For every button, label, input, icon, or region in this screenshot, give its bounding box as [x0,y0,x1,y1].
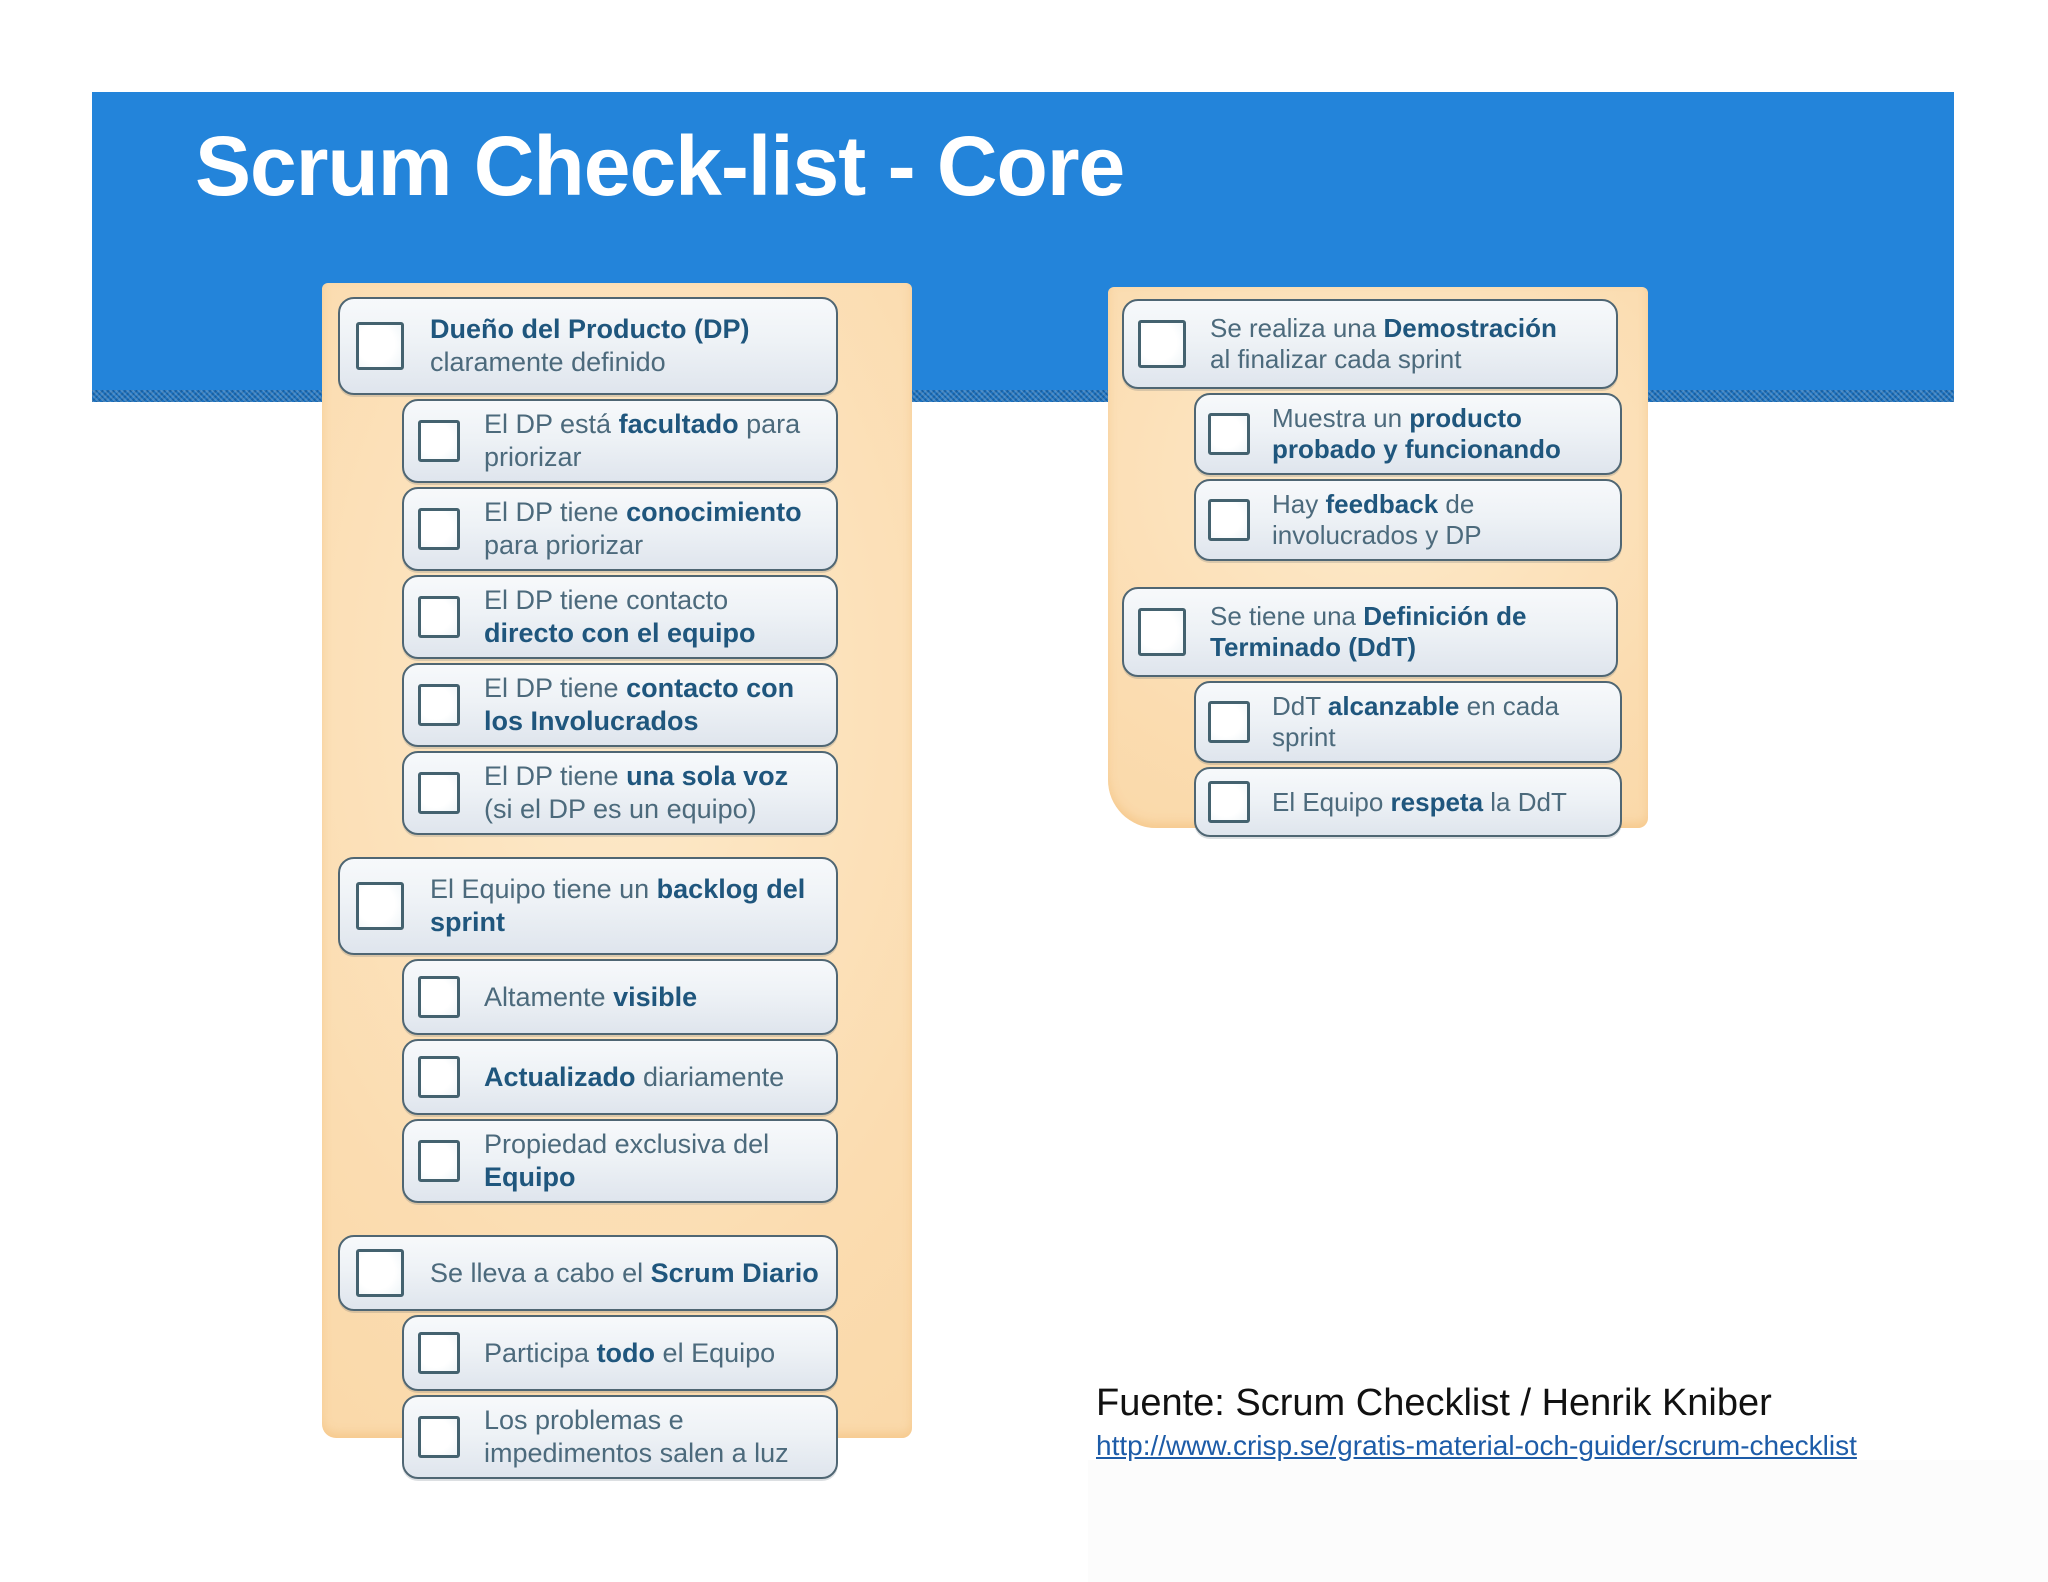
checkbox-icon[interactable] [1208,701,1250,743]
checklist-item-label: Dueño del Producto (DP)claramente defini… [430,314,750,377]
checkbox-icon[interactable] [418,772,460,814]
checklist-group: Dueño del Producto (DP)claramente defini… [322,297,912,835]
checkbox-icon[interactable] [418,1056,460,1098]
checklist-item-label: Participa todo el Equipo [484,1337,776,1368]
checklist-item: Se lleva a cabo el Scrum Diario [338,1235,838,1311]
attribution: Fuente: Scrum Checklist / Henrik Kniber … [1096,1382,1857,1462]
checklist-item: Altamente visible [402,959,838,1035]
background-shade [1088,1460,2048,1582]
checkbox-icon[interactable] [356,322,404,370]
checklist-item-label: Altamente visible [484,981,698,1012]
checklist-item: El Equipo respeta la DdT [1194,767,1622,837]
checkbox-icon[interactable] [418,596,460,638]
checklist-item: Dueño del Producto (DP)claramente defini… [338,297,838,395]
checklist-item: El DP tiene una sola voz(si el DP es un … [402,751,838,835]
checkbox-icon[interactable] [1208,413,1250,455]
checkbox-icon[interactable] [418,1416,460,1458]
checkbox-icon[interactable] [1208,499,1250,541]
checkbox-icon[interactable] [418,684,460,726]
checkbox-icon[interactable] [1138,608,1186,656]
attribution-link[interactable]: http://www.crisp.se/gratis-material-och-… [1096,1429,1857,1461]
checklist-item: Actualizado diariamente [402,1039,838,1115]
checkbox-icon[interactable] [356,1249,404,1297]
checkbox-icon[interactable] [356,882,404,930]
checklist-item: Participa todo el Equipo [402,1315,838,1391]
checkbox-icon[interactable] [1208,781,1250,823]
checkbox-icon[interactable] [418,420,460,462]
checklist-item-label: El DP tiene una sola voz(si el DP es un … [484,761,789,824]
checkbox-icon[interactable] [418,1332,460,1374]
slide-title: Scrum Check-list - Core [195,119,1125,213]
checkbox-icon[interactable] [418,508,460,550]
checklist-item-label: Actualizado diariamente [484,1061,785,1092]
checklist-item-label: Se lleva a cabo el Scrum Diario [430,1257,819,1288]
checkbox-icon[interactable] [418,976,460,1018]
attribution-text: Fuente: Scrum Checklist / Henrik Kniber [1096,1382,1772,1424]
checklist-item-label: El Equipo respeta la DdT [1272,786,1567,817]
checklist-panel-left: Dueño del Producto (DP)claramente defini… [322,283,912,1479]
checkbox-icon[interactable] [418,1140,460,1182]
checkbox-icon[interactable] [1138,320,1186,368]
